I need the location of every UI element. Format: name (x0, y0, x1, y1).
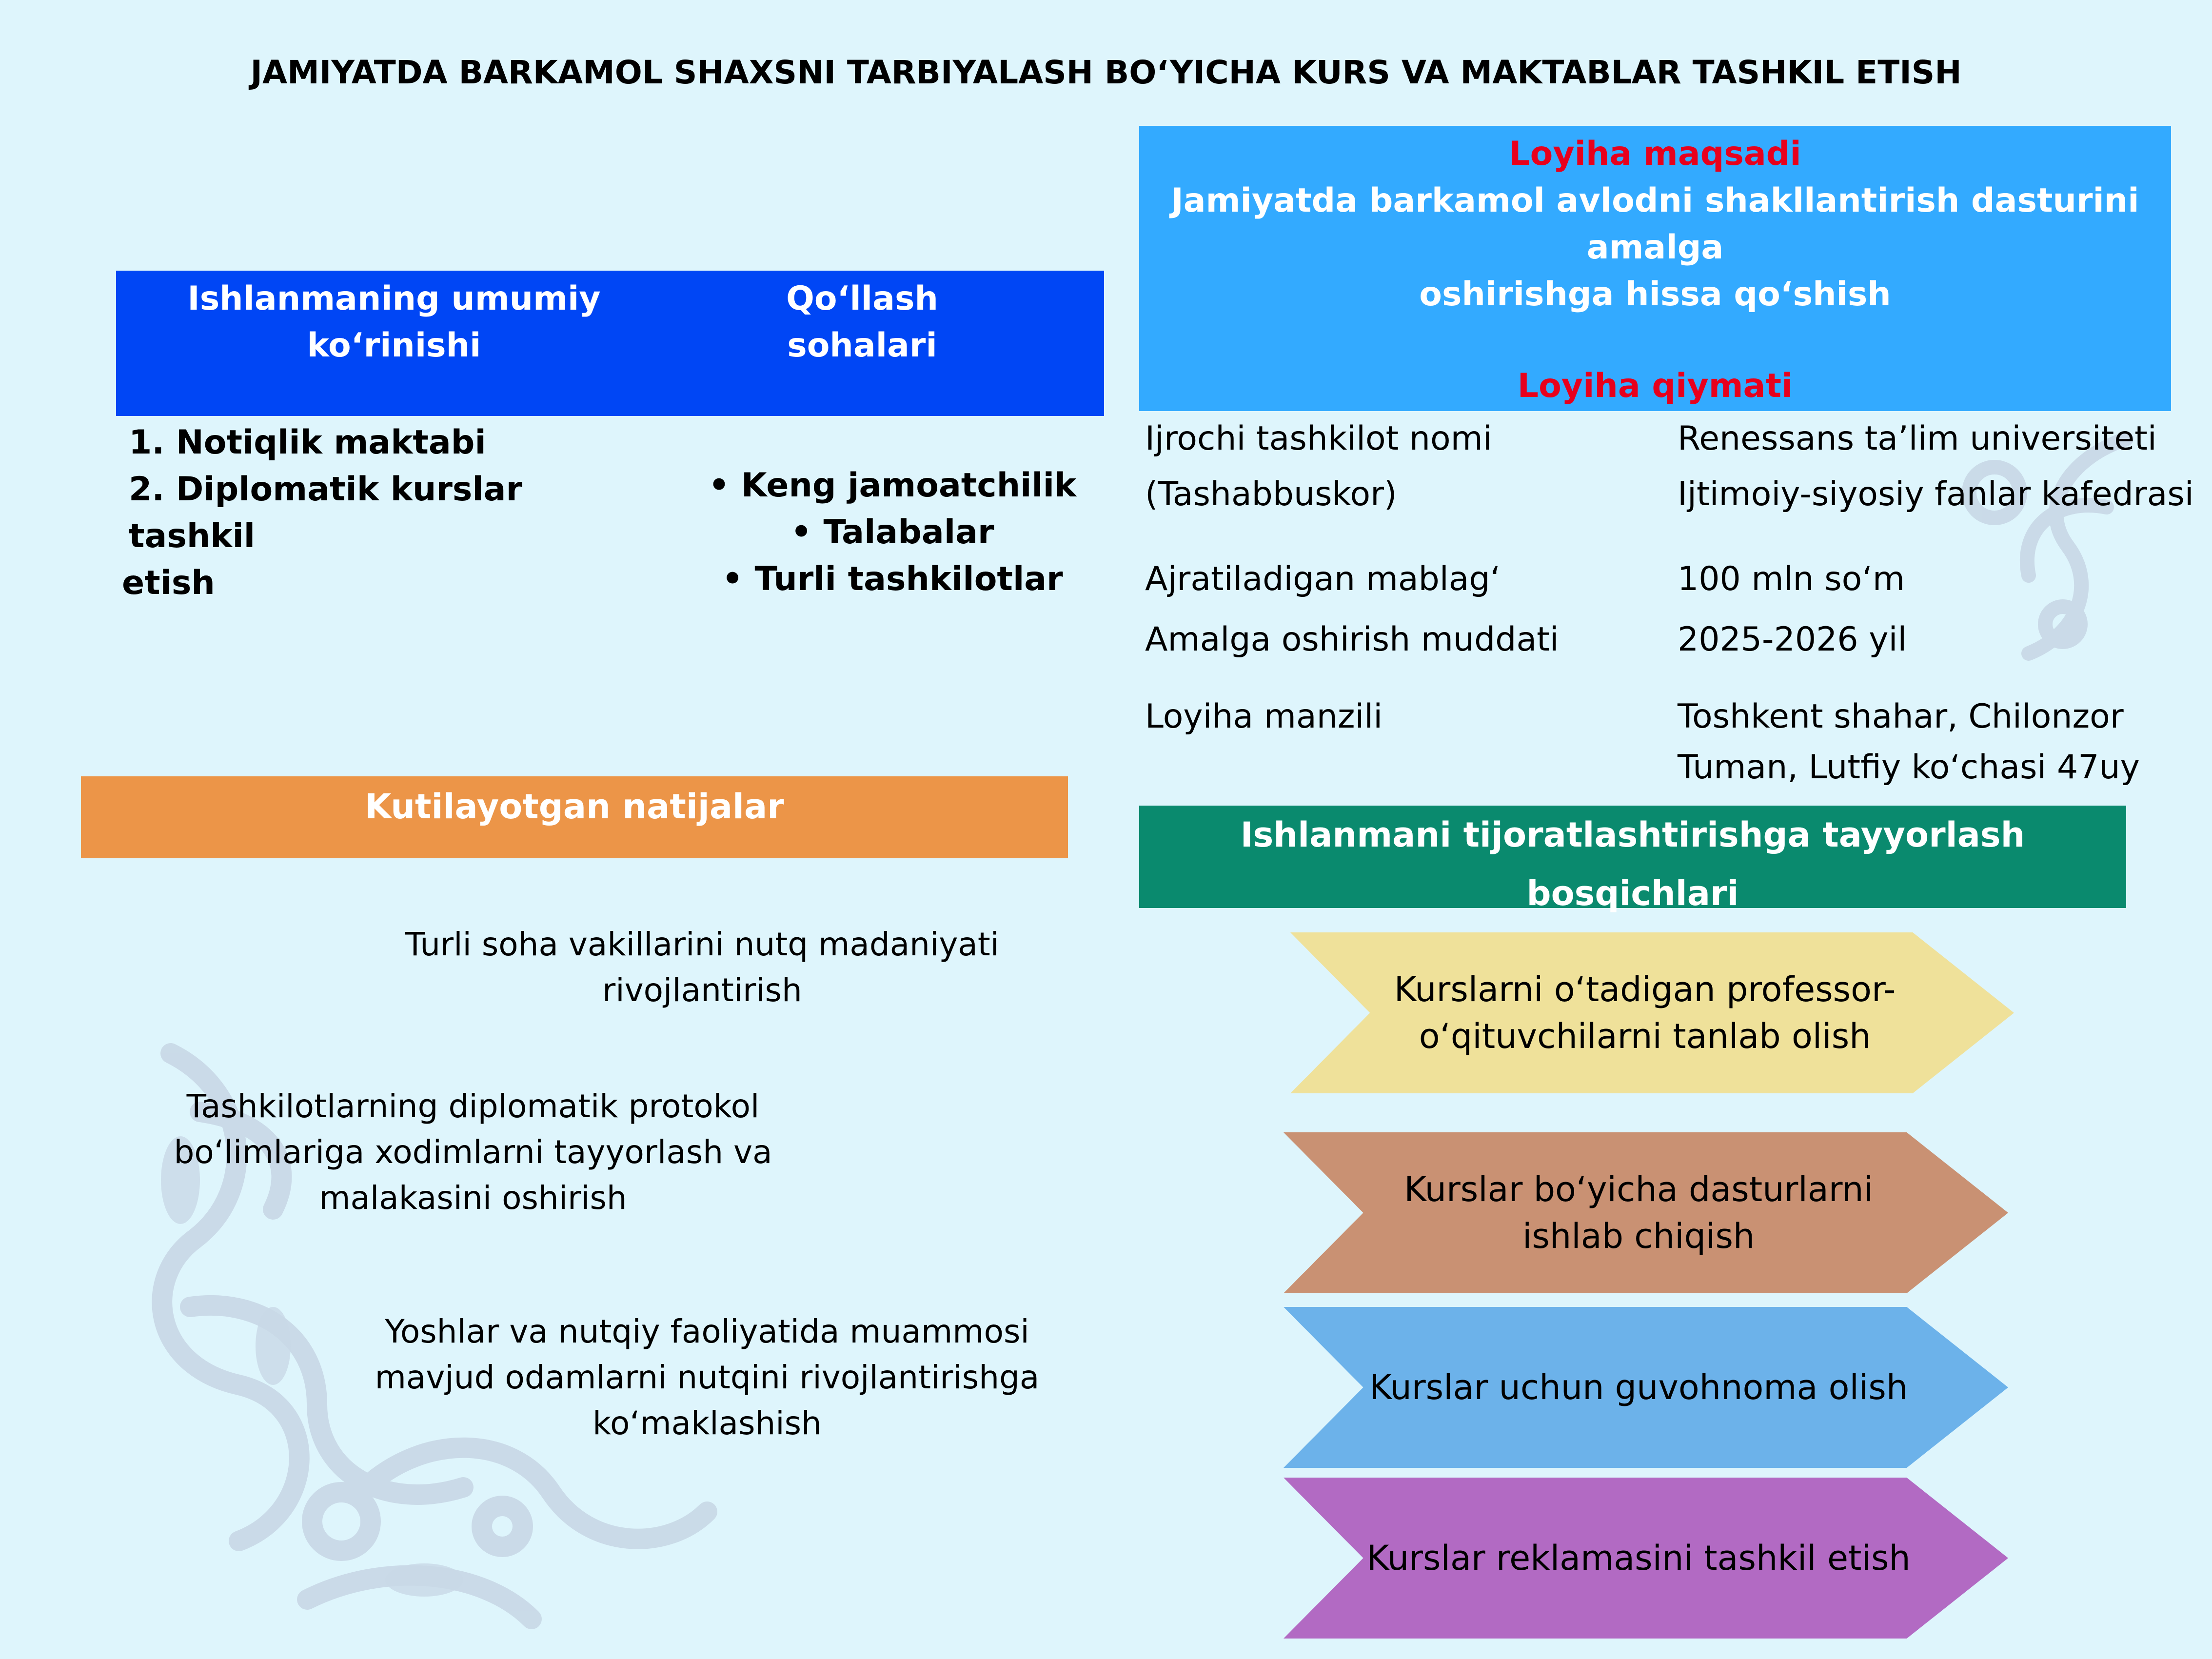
application-areas-header-line: sohalari (787, 326, 937, 365)
stage-step-1: Kurslarni o‘tadigan professor- o‘qituvch… (1290, 932, 2014, 1093)
overview-list: 1. Notiqlik maktabi 2. Diplomatik kursla… (122, 419, 658, 607)
stage-step-line: ishlab chiqish (1522, 1216, 1755, 1256)
project-goal-text: Jamiyatda barkamol avlodni shakllantiris… (1159, 178, 2152, 318)
expected-result-line: rivojlantirish (602, 971, 802, 1009)
project-goal-line: Jamiyatda barkamol avlodni shakllantiris… (1171, 181, 2139, 267)
list-item: 1. Notiqlik maktabi (129, 423, 486, 462)
expected-result-item: Tashkilotlarning diplomatik protokol bo‘… (141, 1084, 805, 1221)
application-areas-list: • Keng jamoatchilik • Talabalar • Turli … (673, 462, 1112, 603)
stage-step-text: Kurslarni o‘tadigan professor- o‘qituvch… (1290, 932, 2014, 1093)
expected-result-line: ko‘maklashish (592, 1404, 822, 1442)
expected-result-item: Yoshlar va nutqiy faoliyatida muammosi m… (341, 1309, 1073, 1446)
funds-value: 100 mln so‘m (1678, 560, 1905, 598)
expected-result-line: Yoshlar va nutqiy faoliyatida muammosi (385, 1313, 1029, 1350)
period-label: Amalga oshirish muddati (1145, 620, 1559, 659)
project-goal-label: Loyiha maqsadi (1509, 135, 1801, 173)
project-goal-line: oshirishga hissa qo‘shish (1419, 275, 1891, 314)
org-name-label: Ijrochi tashkilot nomi (1145, 419, 1492, 458)
period-value: 2025-2026 yil (1678, 620, 1907, 659)
stage-step-line: o‘qituvchilarni tanlab olish (1419, 1016, 1871, 1056)
stage-step-text: Kurslar bo‘yicha dasturlarni ishlab chiq… (1284, 1132, 2008, 1293)
org-name-value: Renessans ta’lim universiteti (1678, 419, 2157, 458)
stage-step-4: Kurslar reklamasini tashkil etish (1284, 1478, 2008, 1639)
stages-header-band: Ishlanmani tijoratlashtirishga tayyorlas… (1139, 806, 2126, 913)
expected-results-header-band: Kutilayotgan natijalar (81, 776, 1068, 858)
stage-step-2: Kurslar bo‘yicha dasturlarni ishlab chiq… (1284, 1132, 2008, 1293)
stage-step-line: Kurslar bo‘yicha dasturlarni (1404, 1169, 1874, 1209)
stage-step-3: Kurslar uchun guvohnoma olish (1284, 1307, 2008, 1468)
list-item: • Keng jamoatchilik (708, 466, 1077, 505)
stage-step-text: Kurslar reklamasini tashkil etish (1366, 1538, 1911, 1578)
expected-result-line: mavjud odamlarni nutqini rivojlantirishg… (375, 1359, 1040, 1396)
application-areas-header: Qo‘llash sohalari (716, 276, 1008, 369)
overview-header-line: Ishlanmaning umumiy (187, 279, 601, 318)
org-department-value: Ijtimoiy-siyosiy fanlar kafedrasi (1678, 475, 2194, 514)
list-item: etish (122, 564, 215, 602)
org-initiator-label: (Tashabbuskor) (1145, 475, 1397, 514)
expected-result-line: malakasini oshirish (319, 1179, 627, 1217)
expected-results-header: Kutilayotgan natijalar (365, 787, 784, 827)
project-value-label: Loyiha qiymati (1517, 367, 1793, 405)
list-item: • Talabalar (790, 513, 994, 552)
list-item: 2. Diplomatik kurslar tashkil (129, 470, 523, 555)
overview-header-line: ko‘rinishi (307, 326, 481, 365)
address-value: Toshkent shahar, Chilonzor (1678, 697, 2124, 736)
page-title: JAMIYATDA BARKAMOL SHAXSNI TARBIYALASH B… (250, 54, 1962, 91)
overview-header-band: Ishlanmaning umumiy ko‘rinishi Qo‘llash … (116, 271, 1104, 416)
stages-header: Ishlanmani tijoratlashtirishga tayyorlas… (1240, 815, 2025, 913)
address-value: Tuman, Lutfiy ko‘chasi 47uy (1678, 748, 2140, 787)
stage-step-text: Kurslar uchun guvohnoma olish (1369, 1367, 1908, 1407)
stage-step-line: Kurslarni o‘tadigan professor- (1394, 969, 1896, 1009)
address-label: Loyiha manzili (1145, 697, 1383, 736)
expected-result-item: Turli soha vakillarini nutq madaniyati r… (371, 922, 1034, 1013)
expected-result-line: Tashkilotlarning diplomatik protokol (186, 1087, 760, 1125)
expected-result-line: Turli soha vakillarini nutq madaniyati (405, 926, 1000, 963)
list-item: • Turli tashkilotlar (722, 560, 1063, 598)
project-goal-panel: Loyiha maqsadi Jamiyatda barkamol avlodn… (1139, 126, 2171, 411)
overview-header: Ishlanmaning umumiy ko‘rinishi (77, 276, 711, 369)
expected-result-line: bo‘limlariga xodimlarni tayyorlash va (174, 1133, 772, 1171)
funds-label: Ajratiladigan mablag‘ (1145, 560, 1501, 598)
application-areas-header-line: Qo‘llash (786, 279, 938, 318)
